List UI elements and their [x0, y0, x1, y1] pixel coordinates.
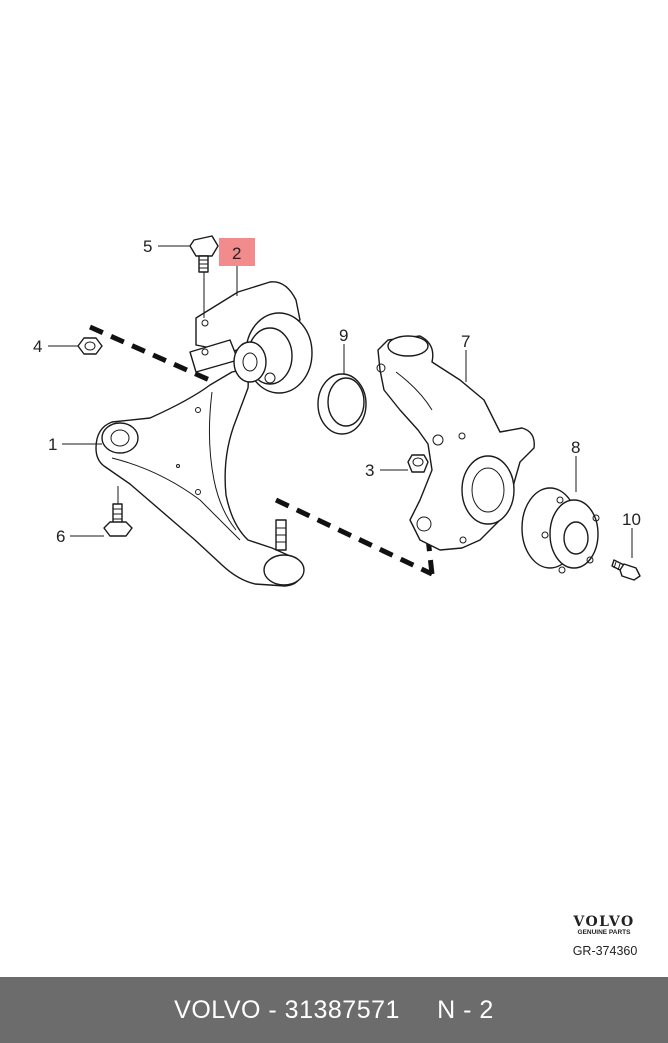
nut-3 [407, 454, 429, 473]
callout-6: 6 [56, 527, 65, 546]
brand-subtitle: GENUINE PARTS [577, 929, 631, 936]
assembly-line-lower [274, 497, 434, 577]
bolt-5 [189, 235, 219, 273]
wheel-hub-8 [521, 487, 600, 574]
callout-10: 10 [622, 510, 641, 529]
footer-bar: VOLVO - 31387571 N - 2 [0, 977, 668, 1043]
callout-4: 4 [33, 337, 42, 356]
assembly-line-upper [88, 324, 234, 393]
leader-6 [70, 486, 119, 537]
lower-control-arm [95, 370, 305, 587]
callout-5: 5 [143, 237, 152, 256]
callout-2: 2 [232, 244, 241, 263]
steering-knuckle-7 [376, 335, 535, 551]
bushing-bracket [189, 281, 313, 394]
callout-8: 8 [571, 438, 580, 457]
drawing-number: GR-374360 [572, 944, 638, 958]
callout-1: 1 [48, 435, 57, 454]
bolt-6 [103, 503, 133, 537]
seal-ring-9 [317, 373, 367, 435]
callout-3: 3 [365, 461, 374, 480]
callout-9: 9 [339, 326, 348, 345]
callout-7: 7 [461, 332, 470, 351]
nut-4 [77, 337, 103, 355]
part-number-label: VOLVO - 31387571 N - 2 [174, 995, 494, 1024]
bolt-10 [611, 559, 641, 581]
brand-name: VOLVO [573, 914, 635, 930]
highlight-box [219, 238, 255, 266]
volvo-logo: VOLVO GENUINE PARTS [563, 914, 645, 936]
